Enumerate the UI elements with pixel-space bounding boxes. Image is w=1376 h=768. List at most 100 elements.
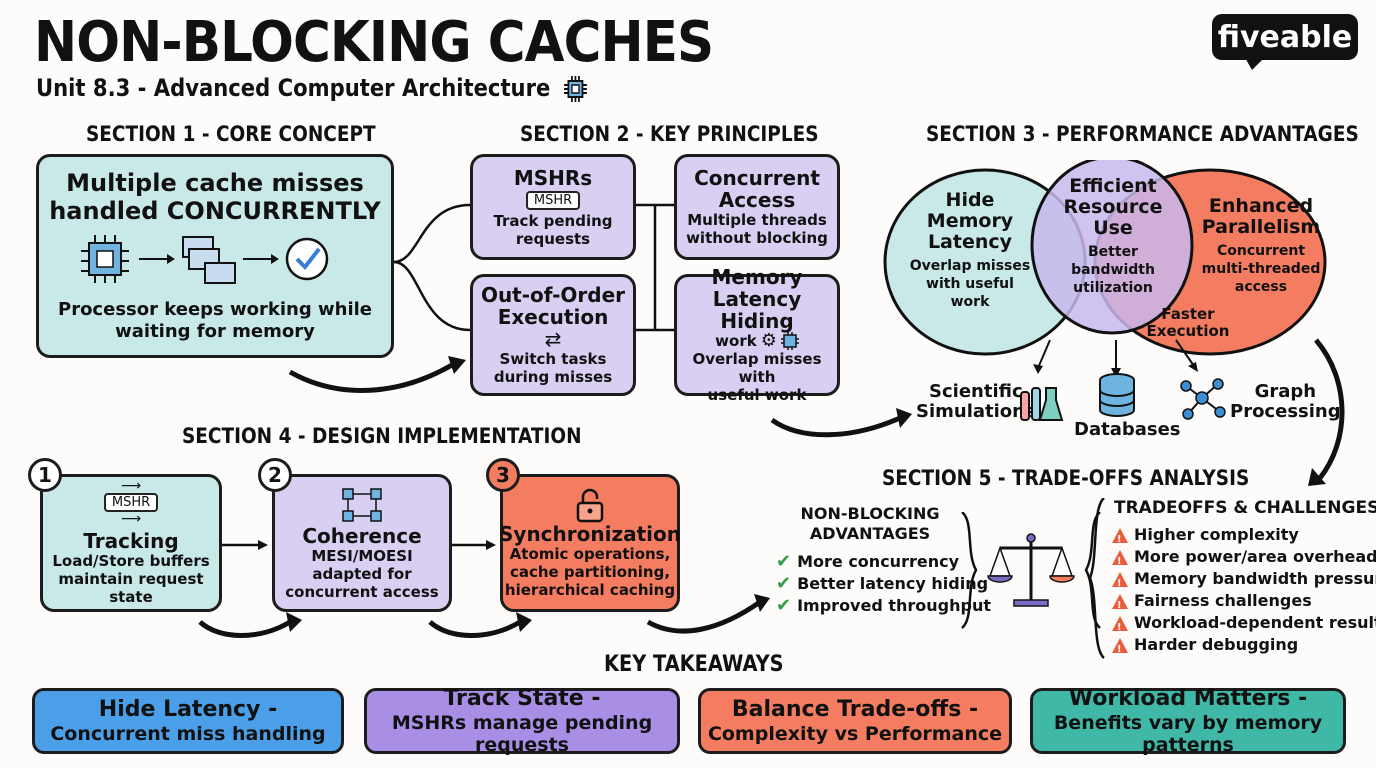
- fiveable-logo: fiveable: [1212, 14, 1358, 60]
- venn-right-d1: Concurrent: [1216, 243, 1306, 259]
- venn-left-d2: with useful work: [926, 276, 1014, 310]
- venn-right-d3: access: [1234, 279, 1288, 295]
- arrow-right-bottom-icon: ⟶: [120, 510, 142, 527]
- concurrent-title2: Access: [718, 188, 796, 212]
- venn-mid-t1: Efficient: [1069, 175, 1157, 197]
- challenge-item: Harder debugging: [1112, 634, 1376, 661]
- hiding-desc2: useful work: [707, 386, 807, 404]
- venn-right-t1: Enhanced: [1208, 195, 1314, 217]
- hiding-title1: Memory: [711, 265, 803, 289]
- concurrent-desc1: Multiple threads: [687, 211, 827, 229]
- core-line1: Multiple cache misses: [66, 169, 364, 197]
- challenge-item: Memory bandwidth pressure: [1112, 568, 1376, 595]
- challenge-item: Workload-dependent results: [1112, 612, 1376, 639]
- overlap-l2: Execution: [1146, 322, 1230, 340]
- padlock-icon: [576, 488, 604, 523]
- challenge-text: Workload-dependent results: [1134, 613, 1376, 632]
- step-number-2: 2: [258, 458, 292, 492]
- step-number-3: 3: [486, 458, 520, 492]
- takeaway-desc: Concurrent miss handling: [50, 723, 326, 745]
- section4-heading: SECTION 4 - DESIGN IMPLEMENTATION: [182, 424, 582, 448]
- database-icon: [1099, 373, 1135, 417]
- takeaway-track-state: Track State - MSHRs manage pending reque…: [364, 686, 680, 756]
- app-graph-l1: Graph: [1254, 381, 1317, 402]
- coherence-d3: concurrent access: [285, 583, 439, 601]
- subtitle-text: Unit 8.3 - Advanced Computer Architectur…: [36, 74, 551, 102]
- check-icon: ✔: [776, 551, 792, 572]
- principle-latency-hiding: Memory Latency Hiding work ⚙ Overlap mis…: [674, 266, 840, 404]
- swap-arrows-icon: ⇄: [544, 327, 562, 351]
- logo-text: fiveable: [1217, 19, 1353, 55]
- app-sci-l1: Scientific: [929, 381, 1023, 402]
- network-grid-icon: [342, 488, 382, 522]
- takeaway-desc: Benefits vary by memory patterns: [1053, 712, 1323, 756]
- mshrs-desc1: Track pending: [493, 211, 613, 230]
- warning-icon: [1112, 527, 1128, 551]
- core-concept-card: Multiple cache misses handled CONCURRENT…: [36, 154, 394, 358]
- venn-left-t3: Latency: [927, 231, 1013, 253]
- app-graph-l2: Processing: [1230, 401, 1341, 422]
- venn-left: Hide Memory Latency Overlap misses with …: [905, 190, 1035, 311]
- lab-flask-icon: [1020, 387, 1064, 421]
- section1-heading: SECTION 1 - CORE CONCEPT: [86, 122, 376, 146]
- check-icon: ✔: [776, 573, 792, 594]
- logo-tail: [1244, 56, 1266, 70]
- venn-right: Enhanced Parallelism Concurrent multi-th…: [1196, 196, 1326, 296]
- warning-icon: [1112, 593, 1128, 617]
- scale-balance-icon: [961, 512, 1101, 629]
- challenge-text: Memory bandwidth pressure: [1134, 569, 1376, 588]
- tracking-d2: maintain request: [58, 569, 204, 588]
- warning-icon: [1112, 637, 1128, 661]
- step-synchronization: Synchronization Atomic operations, cache…: [499, 474, 681, 612]
- tracking-d3: state: [109, 587, 153, 606]
- takeaway-title: Workload Matters -: [1068, 686, 1308, 711]
- advantage-item: ✔More concurrency: [776, 551, 991, 573]
- venn-down-arrows: [1033, 339, 1198, 378]
- challenge-item: Fairness challenges: [1112, 590, 1376, 617]
- app-scientific: Scientific Simulations: [916, 382, 1036, 422]
- advantages-list: ✔More concurrency ✔ Better latency hiding…: [776, 551, 991, 617]
- venn-right-t2: Parallelism: [1201, 216, 1321, 238]
- arrow-right-top-icon: ⟶: [120, 477, 142, 494]
- chip-icon: [563, 76, 587, 102]
- app-graph: Graph Processing: [1230, 382, 1341, 422]
- adv-title-l1: NON-BLOCKING: [800, 504, 940, 523]
- work-label: work: [715, 332, 757, 350]
- takeaway-title: Hide Latency -: [98, 697, 278, 722]
- coherence-d1: MESI/MOESI: [311, 547, 413, 565]
- warning-icon: [1112, 615, 1128, 639]
- section5-heading: SECTION 5 - TRADE-OFFS ANALYSIS: [882, 466, 1250, 490]
- takeaway-workload-matters: Workload Matters - Benefits vary by memo…: [1030, 686, 1346, 756]
- venn-overlap-label: Faster Execution: [1138, 306, 1238, 340]
- concurrent-desc2: without blocking: [686, 229, 828, 247]
- ooo-title1: Out-of-Order: [480, 283, 626, 307]
- adv-title-l2: ADVANTAGES: [809, 524, 931, 543]
- hiding-title2: Latency Hiding: [712, 287, 802, 333]
- warning-icon: [1112, 571, 1128, 595]
- advantages-title: NON-BLOCKING ADVANTAGES: [790, 504, 950, 544]
- app-databases: Databases: [1074, 419, 1181, 440]
- ooo-desc2: during misses: [493, 368, 613, 386]
- takeaway-title: Balance Trade-offs -: [731, 697, 979, 722]
- page-title: NON-BLOCKING CACHES: [34, 10, 714, 75]
- venn-left-t2: Memory: [926, 210, 1014, 232]
- challenges-list: Higher complexity More power/area overhe…: [1112, 524, 1376, 661]
- venn-right-d2: multi-threaded: [1201, 261, 1321, 277]
- challenge-item: More power/area overhead: [1112, 546, 1376, 573]
- tracking-title: Tracking: [83, 528, 179, 553]
- takeaways-heading: KEY TAKEAWAYS: [604, 652, 784, 677]
- takeaway-desc: Complexity vs Performance: [707, 723, 1003, 745]
- chip-small-icon: [780, 332, 799, 350]
- takeaway-desc: MSHRs manage pending requests: [391, 712, 653, 756]
- advantage-text: Improved throughput: [797, 596, 992, 615]
- takeaway-title: Track State -: [443, 686, 601, 711]
- advantage-text: Better latency hiding: [797, 574, 989, 593]
- step-coherence: Coherence MESI/MOESI adapted for concurr…: [272, 474, 452, 612]
- overlap-l1: Faster: [1161, 305, 1215, 323]
- coherence-d2: adapted for: [312, 565, 412, 583]
- challenge-text: Fairness challenges: [1134, 591, 1312, 610]
- takeaway-balance-tradeoffs: Balance Trade-offs - Complexity vs Perfo…: [698, 688, 1012, 754]
- mshrs-desc2: requests: [515, 229, 591, 248]
- challenge-text: Harder debugging: [1134, 635, 1299, 654]
